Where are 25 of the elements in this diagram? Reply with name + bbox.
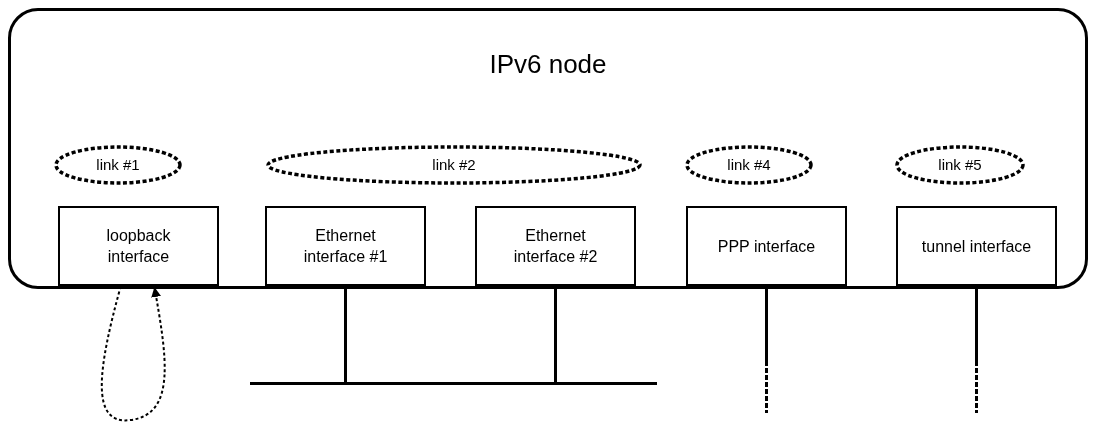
node-title: IPv6 node [488,49,608,80]
link-label: link #4 [726,156,772,173]
link-label: link #2 [431,156,477,173]
link-label: link #1 [95,156,141,173]
link-ellipse [54,145,182,185]
network-bus [250,382,657,385]
link-label: link #5 [937,156,983,173]
connector-line [344,286,347,382]
link-ellipse [895,145,1025,185]
interface-label: Ethernet interface #2 [512,226,599,267]
link-ellipse [266,145,642,185]
interface-box [58,206,219,286]
connector-line [554,286,557,382]
interface-label: loopback interface [105,226,172,267]
connector-line [975,286,978,413]
device-frame [8,8,1088,289]
interface-label: tunnel interface [920,236,1033,257]
interface-label: PPP interface [716,236,817,257]
interface-box [265,206,426,286]
interface-box [686,206,847,286]
interface-box [475,206,636,286]
link-ellipse [685,145,813,185]
interface-label: Ethernet interface #1 [302,226,389,267]
connector-line [765,286,768,413]
interface-box [896,206,1057,286]
